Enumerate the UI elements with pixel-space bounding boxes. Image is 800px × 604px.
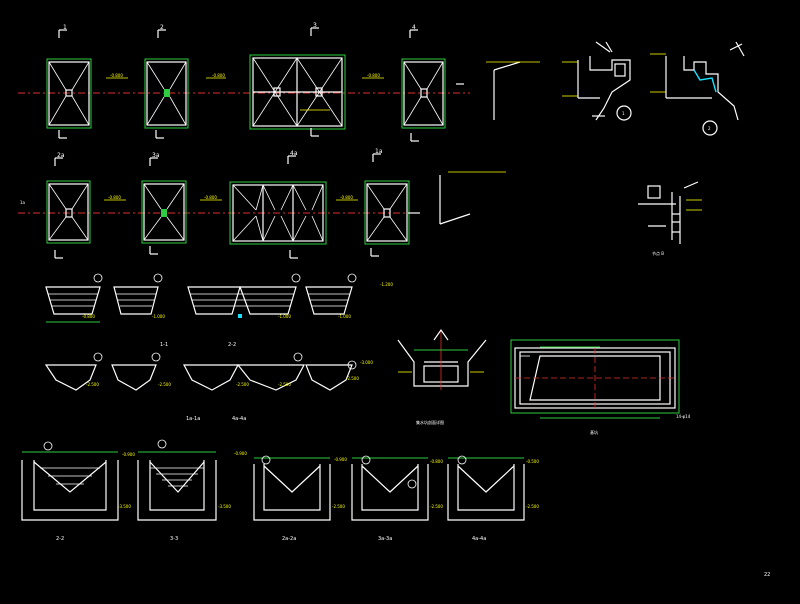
foundation-section-c [253, 455, 331, 521]
foundation-plan-4 [401, 29, 446, 142]
section-caption: 3-3 [170, 536, 178, 542]
section-marker: 4a [290, 150, 298, 157]
elevation-label: -0.800 [82, 314, 95, 319]
pit-plan: 14-φ14 基坑 [510, 339, 691, 435]
side-marker: 1a [20, 200, 26, 205]
foundation-section-e [447, 455, 525, 521]
section-marker: 2a [57, 152, 65, 159]
elevation-label: -0.800 [212, 73, 225, 78]
sump-detail: 集水坑剖面详图 [397, 328, 487, 425]
elevation-label: -3.000 [360, 360, 373, 365]
elevation-label: -0.800 [367, 73, 380, 78]
elevation-label: -2.500 [526, 504, 539, 509]
section-caption: 3a-3a [378, 536, 392, 542]
section-marker: 3 [313, 22, 317, 29]
detail-1: 1 [562, 41, 632, 121]
elevation-label: -2.500 [346, 376, 359, 381]
footing-section [111, 364, 157, 391]
elevation-label: -2.500 [430, 504, 443, 509]
section-marker: 3a [152, 152, 160, 159]
foundation-section-b [137, 439, 217, 521]
elevation-label: -2.500 [86, 382, 99, 387]
section-caption: 2a-2a [282, 536, 296, 542]
foundation-section-d [351, 455, 429, 521]
footing-section [44, 364, 97, 391]
section-caption: 2-2 [56, 536, 64, 542]
elevation-label: -0.800 [204, 195, 217, 200]
plan-row-2: 2a 3a 4a 1a 1a -0.800 -0.800 -0.800 [18, 148, 506, 259]
foundation-sections-bottom: -0.900 -0.900 -0.900 -0.800 -0.500 -3.50… [21, 439, 539, 542]
elevation-label: -0.800 [430, 459, 443, 464]
section-caption: 1a-1a [186, 416, 200, 422]
detail-2: 2 [650, 41, 745, 136]
elevation-label: -0.900 [122, 452, 135, 457]
detail-caption: 节点 B [652, 250, 664, 256]
section-marker: 2 [160, 24, 164, 31]
foundation-plan-1a [46, 157, 91, 259]
foundation-plan-3 [249, 27, 346, 137]
footing-section [113, 273, 163, 315]
elevation-label: -0.800 [340, 195, 353, 200]
foundation-plan-3a [229, 155, 327, 259]
foundation-plan-1 [46, 29, 92, 139]
section-marker: 1 [63, 24, 67, 31]
elevation-label: -0.500 [526, 459, 539, 464]
detail-caption: 集水坑剖面详图 [416, 419, 444, 425]
footing-section [183, 364, 239, 391]
footing-section [236, 364, 305, 391]
footing-section [45, 273, 103, 323]
detail-b: 节点 B [638, 181, 702, 256]
elevation-label: -3.500 [218, 504, 231, 509]
foundation-plan-2 [144, 29, 226, 139]
foundation-plan-2a [141, 157, 187, 255]
footing-section [305, 364, 353, 391]
pit-caption: 基坑 [590, 429, 598, 435]
section-caption: 1-1 [160, 342, 168, 348]
section-row-2: -2.500 -2.500 -2.500 -2.500 -2.500 -3.00… [44, 352, 373, 422]
elevation-label: -1.200 [380, 282, 393, 287]
detail-marker: 1 [622, 111, 625, 116]
elevation-label: -2.500 [236, 382, 249, 387]
elevation-label: -2.500 [158, 382, 171, 387]
elevation-label: -0.800 [110, 73, 123, 78]
plan-row-1: 1 2 3 4 -0.800 -0.800 -0.800 [18, 22, 540, 142]
page-number: 22 [764, 572, 770, 578]
footing-section-double [187, 273, 301, 318]
section-row-1: -0.800 -1.000 -1.000 -1.000 -1.200 1-1 2… [45, 273, 393, 348]
elevation-label: -3.500 [118, 504, 131, 509]
section-marker: 1a [375, 148, 383, 155]
section-caption: 4a-4a [232, 416, 246, 422]
elevation-label: -1.000 [152, 314, 165, 319]
elevation-label: -0.900 [234, 451, 247, 456]
elevation-label: -1.000 [278, 314, 291, 319]
elevation-label: -1.000 [338, 314, 351, 319]
footing-section [305, 273, 357, 315]
elevation-label: -0.800 [108, 195, 121, 200]
elevation-label: -2.500 [332, 504, 345, 509]
rebar-label: 14-φ14 [676, 414, 691, 419]
elevation-label: -2.500 [278, 382, 291, 387]
section-caption: 2-2 [228, 342, 236, 348]
section-marker: 4 [412, 24, 416, 31]
detail-marker: 2 [708, 126, 711, 131]
foundation-section-a [21, 441, 119, 521]
section-caption: 4a-4a [472, 536, 486, 542]
foundation-plan-4a [364, 153, 410, 257]
elevation-label: -0.900 [334, 457, 347, 462]
